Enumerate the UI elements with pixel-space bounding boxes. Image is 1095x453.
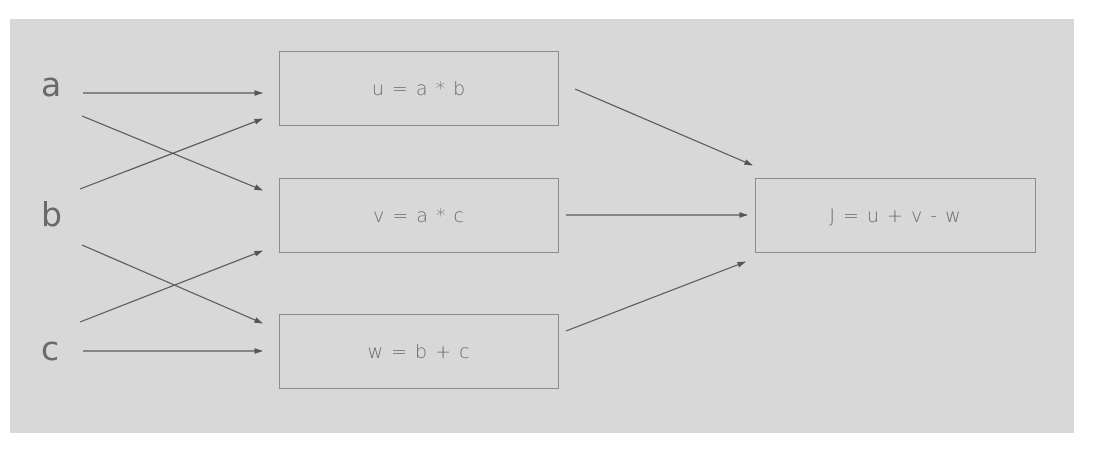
edge-w-to-j [565, 261, 746, 332]
node-u-expression: u = a * b [371, 77, 467, 100]
input-label-b: b [41, 195, 62, 234]
input-label-a: a [41, 65, 62, 104]
node-u: u = a * b [279, 51, 559, 126]
node-v-expression: v = a * c [373, 204, 465, 227]
edge-c-to-v [79, 250, 263, 323]
edge-b-to-w [81, 244, 263, 324]
node-j-expression: J = u + v - w [829, 204, 962, 227]
node-v: v = a * c [279, 178, 559, 253]
edge-b-to-u [79, 118, 263, 190]
node-w: w = b + c [279, 314, 559, 389]
input-label-c: c [41, 329, 60, 368]
node-w-expression: w = b + c [367, 340, 471, 363]
edge-u-to-j [574, 88, 753, 166]
diagram-canvas [10, 19, 1074, 433]
node-j: J = u + v - w [755, 178, 1036, 253]
